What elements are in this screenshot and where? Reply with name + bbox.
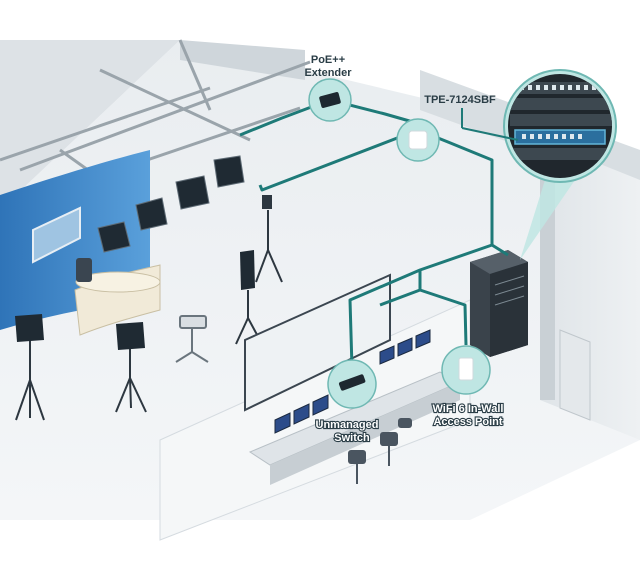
server-rack bbox=[470, 250, 528, 357]
control-monitors bbox=[274, 329, 431, 434]
control-room-window bbox=[244, 273, 391, 412]
tpe-7124sbf-switch bbox=[514, 129, 606, 145]
ceiling-access-point-icon bbox=[408, 130, 428, 150]
ap-label-line2: Access Point bbox=[433, 416, 502, 428]
left-wall bbox=[0, 40, 180, 210]
wall-access-point-icon bbox=[458, 357, 474, 381]
extender-label-line2: Extender bbox=[304, 67, 352, 79]
wall-screen bbox=[32, 206, 81, 264]
switch-label-line2: Switch bbox=[334, 432, 370, 444]
control-chairs bbox=[348, 418, 412, 484]
rack-callout-pointer bbox=[520, 180, 575, 260]
rack-model-label: TPE-7124SBF bbox=[424, 94, 496, 106]
hanging-lights bbox=[97, 155, 245, 253]
switch-label-line1: Unmanaged bbox=[316, 419, 379, 431]
anchor-chair bbox=[76, 258, 92, 282]
switch-rack-closeup bbox=[508, 74, 612, 178]
back-wall-top bbox=[180, 40, 305, 80]
door bbox=[559, 329, 591, 421]
network-switch-icon bbox=[338, 374, 366, 391]
studio-floor bbox=[0, 40, 640, 520]
poe-extender-icon bbox=[319, 92, 341, 108]
light-stands bbox=[15, 195, 283, 421]
ap-label-line1: WiFi 6 In-Wall bbox=[433, 403, 504, 415]
extender-label-line1: PoE++ bbox=[311, 54, 345, 66]
studio-camera bbox=[175, 315, 209, 363]
